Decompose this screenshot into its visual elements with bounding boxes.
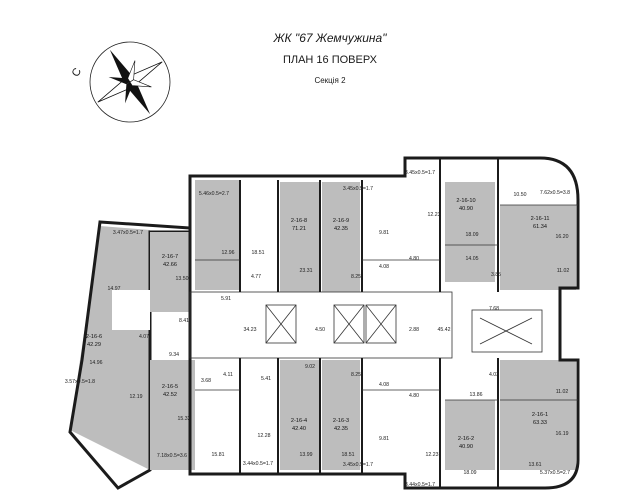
room-area-label: 13.50 (176, 276, 189, 282)
apartment-area: 71.21 (292, 226, 306, 232)
room-area-label: 14.05 (466, 256, 479, 262)
room-area-label: 3.44x0.5=1.7 (243, 461, 273, 467)
apartment-number: 2-16-6 (86, 334, 102, 340)
room-area-label: 5.37x0.5=2.7 (540, 470, 570, 476)
room-area-label: 34.23 (244, 327, 257, 333)
apartment-number: 2-16-3 (333, 418, 349, 424)
room-area-label: 45.42 (438, 327, 451, 333)
apartment-number: 2-16-4 (291, 418, 307, 424)
apartment-number: 2-16-9 (333, 218, 349, 224)
room-area-label: 12.96 (222, 250, 235, 256)
room-area-label: 3.44x0.5=1.7 (405, 482, 435, 488)
room-area-label: 4.07 (139, 334, 149, 340)
building (68, 156, 580, 490)
room-area-label: 5.91 (221, 296, 231, 302)
room-area-label: 13.61 (529, 462, 542, 468)
apartment-area: 63.33 (533, 420, 547, 426)
room-area-label: 5.46x0.5=2.7 (199, 191, 229, 197)
room-area-label: 3.45x0.5=1.7 (405, 170, 435, 176)
room-area-label: 11.02 (557, 268, 570, 274)
room-area-label: 8.41 (179, 318, 189, 324)
apartment-area: 42.29 (87, 342, 101, 348)
room-area-label: 3.45x0.5=1.7 (343, 462, 373, 468)
complex-name: ЖК "67 Жемчужина" (273, 31, 388, 45)
room-area-label: 11.02 (556, 389, 569, 395)
room-area-label: 23.31 (300, 268, 313, 274)
room-area-label: 9.81 (379, 436, 389, 442)
room-area-label: 4.77 (251, 274, 261, 280)
apartment-number: 2-16-5 (162, 384, 178, 390)
apartment-area: 42.40 (292, 426, 306, 432)
room-area-label: 4.80 (409, 393, 419, 399)
apartment-area: 61.34 (533, 224, 547, 230)
apartment-number: 2-16-11 (531, 216, 550, 222)
room-area-label: 16.19 (556, 431, 569, 437)
room-area-label: 12.23 (428, 212, 441, 218)
room-area-label: 9.34 (169, 352, 179, 358)
room-area-label: 4.50 (315, 327, 325, 333)
room-area-label: 4.80 (409, 256, 419, 262)
apartment-area: 42.52 (163, 392, 177, 398)
room-area-label: 16.20 (556, 234, 569, 240)
room-area-label: 7.68 (489, 306, 499, 312)
room-labels: 5.46x0.5=2.7 3.45x0.5=1.7 3.45x0.5=1.7 7… (65, 170, 570, 488)
compass-north-letter: С (70, 66, 84, 79)
room-area-label: 18.09 (466, 232, 479, 238)
room-area-label: 9.02 (305, 364, 315, 370)
left-wing-fill (70, 226, 150, 470)
room-area-label: 12.23 (426, 452, 439, 458)
room-area-label: 3.68 (201, 378, 211, 384)
room-area-label: 8.25 (351, 274, 361, 280)
room-area-label: 3.47x0.5=1.7 (113, 230, 143, 236)
room-area-label: 8.25 (351, 372, 361, 378)
room-area-label: 9.81 (379, 230, 389, 236)
room-area-label: 18.51 (252, 250, 265, 256)
room-area-label: 13.99 (300, 452, 313, 458)
apartment-number: 2-16-2 (458, 436, 474, 442)
room-area-label: 14.97 (108, 286, 121, 292)
room-area-label: 4.08 (379, 264, 389, 270)
room-area-label: 3.45x0.5=1.7 (343, 186, 373, 192)
apartment-area: 42.66 (163, 262, 177, 268)
room-area-label: 15.81 (212, 452, 225, 458)
room-area-label: 7.62x0.5=3.8 (540, 190, 570, 196)
apartment-area: 42.35 (334, 426, 348, 432)
room-area-label: 12.28 (258, 433, 271, 439)
room-area-label: 14.96 (90, 360, 103, 366)
plan-title: ПЛАН 16 ПОВЕРХ (283, 54, 378, 66)
room-area-label: 3.85 (491, 272, 501, 278)
apartment-number: 2-16-10 (456, 198, 475, 204)
apartment-area: 42.35 (334, 226, 348, 232)
apartment-area: 40.90 (459, 206, 473, 212)
room-area-label: 18.51 (342, 452, 355, 458)
apartment-area: 40.90 (459, 444, 473, 450)
room-area-label: 2.88 (409, 327, 419, 333)
room-area-label: 4.08 (379, 382, 389, 388)
apartment-number: 2-16-7 (162, 254, 178, 260)
room-area-label: 12.19 (130, 394, 143, 400)
apartment-number: 2-16-1 (532, 412, 548, 418)
room-area-label: 4.11 (223, 372, 233, 378)
room-area-label: 18.09 (464, 470, 477, 476)
room-area-label: 5.41 (261, 376, 271, 382)
apartment-labels: 2-16-7 42.66 2-16-6 42.29 2-16-5 42.52 2… (86, 198, 550, 450)
section-label: Секція 2 (314, 76, 346, 85)
room-area-label: 15.32 (178, 416, 191, 422)
apartment-number: 2-16-8 (291, 218, 307, 224)
room-area-label: 7.18x0.5=3.6 (157, 453, 187, 459)
room-area-label: 10.50 (514, 192, 527, 198)
compass-rose-icon (89, 41, 171, 123)
room-area-label: 4.03 (489, 372, 499, 378)
room-area-label: 3.57x0.5=1.8 (65, 379, 95, 385)
room-area-label: 13.86 (470, 392, 483, 398)
